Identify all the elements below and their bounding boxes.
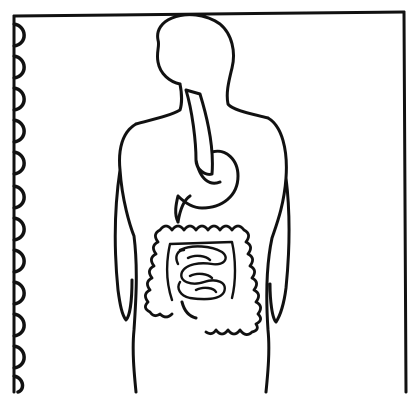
- right-arm-outline: [270, 178, 289, 322]
- stomach-icon: [176, 151, 238, 222]
- frame-top-border: [14, 12, 404, 16]
- frame-right-border: [404, 12, 406, 392]
- body-outline: [115, 15, 289, 392]
- digestive-tract: [145, 90, 260, 335]
- stomach-inner-curve: [196, 160, 220, 183]
- torso-right-outline: [266, 118, 286, 392]
- rectum-icon: [182, 302, 196, 318]
- esophagus-icon: [186, 90, 212, 174]
- head-outline: [157, 15, 268, 118]
- torso-left-outline: [120, 124, 137, 392]
- small-intestine-icon: [176, 246, 225, 299]
- spiral-binding-icon: [14, 24, 24, 392]
- neck-left: [136, 84, 182, 124]
